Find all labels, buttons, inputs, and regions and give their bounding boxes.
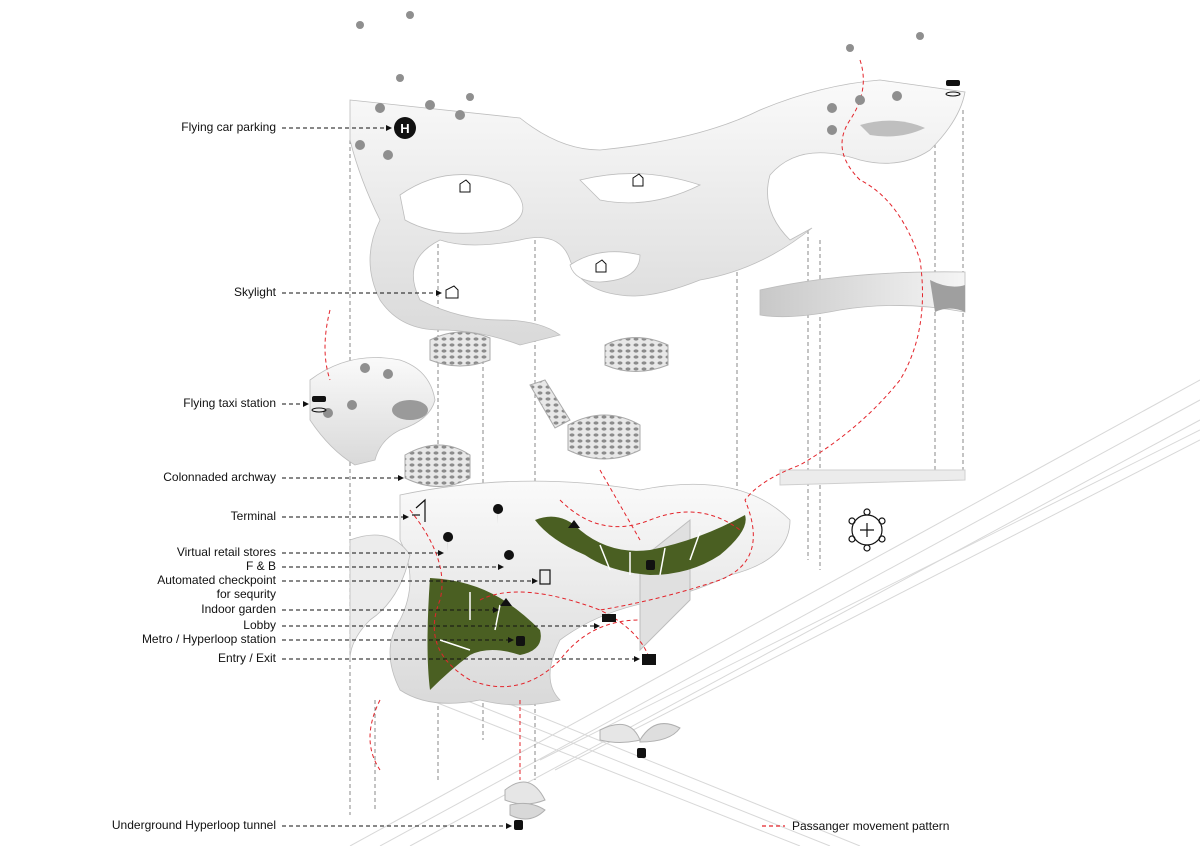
leader-arrowheads bbox=[303, 125, 640, 829]
airport-network-icon bbox=[848, 508, 886, 552]
taxi-level-surface bbox=[309, 357, 436, 466]
train-icon bbox=[514, 560, 655, 830]
skylight-icon bbox=[445, 173, 644, 299]
roof-surface bbox=[349, 79, 966, 346]
tree-icon bbox=[500, 520, 580, 606]
entry-exit-icon bbox=[642, 654, 656, 665]
flying-taxi-icon bbox=[311, 80, 961, 413]
label-underground-hyperloop-tunnel: Underground Hyperloop tunnel bbox=[111, 818, 276, 832]
label-for-sequrity: for sequrity bbox=[216, 587, 276, 601]
label-flying-car-parking: Flying car parking bbox=[181, 120, 276, 134]
hyperloop-pods bbox=[504, 723, 681, 820]
svg-text:H: H bbox=[400, 121, 409, 136]
label-metro-hyperloop-station: Metro / Hyperloop station bbox=[141, 632, 276, 646]
label-virtual-retail-stores: Virtual retail stores bbox=[176, 545, 276, 559]
label-entry-exit: Entry / Exit bbox=[217, 651, 276, 665]
legend-passenger-movement: Passanger movement pattern bbox=[792, 819, 950, 833]
terminal-icon bbox=[412, 498, 426, 522]
lobby-seating-icon bbox=[602, 614, 616, 622]
colonnade-domes bbox=[404, 331, 669, 487]
label-terminal: Terminal bbox=[230, 509, 276, 523]
helipad-icon: H bbox=[394, 117, 416, 139]
ground-tracks bbox=[349, 379, 1200, 847]
label-automated-checkpoint: Automated checkpoint bbox=[157, 573, 276, 587]
indoor-gardens bbox=[427, 515, 746, 690]
leader-lines bbox=[282, 127, 636, 827]
label-lobby: Lobby bbox=[243, 618, 276, 632]
label-indoor-garden: Indoor garden bbox=[201, 602, 276, 616]
passenger-paths bbox=[324, 59, 923, 780]
label-f-and-b: F & B bbox=[245, 559, 276, 573]
label-colonnaded-archway: Colonnaded archway bbox=[163, 470, 276, 484]
label-skylight: Skylight bbox=[233, 285, 276, 299]
label-flying-taxi-station: Flying taxi station bbox=[183, 396, 276, 410]
food-icon bbox=[504, 550, 514, 560]
checkpoint-icon bbox=[539, 569, 551, 585]
location-pin-icon bbox=[443, 504, 504, 552]
